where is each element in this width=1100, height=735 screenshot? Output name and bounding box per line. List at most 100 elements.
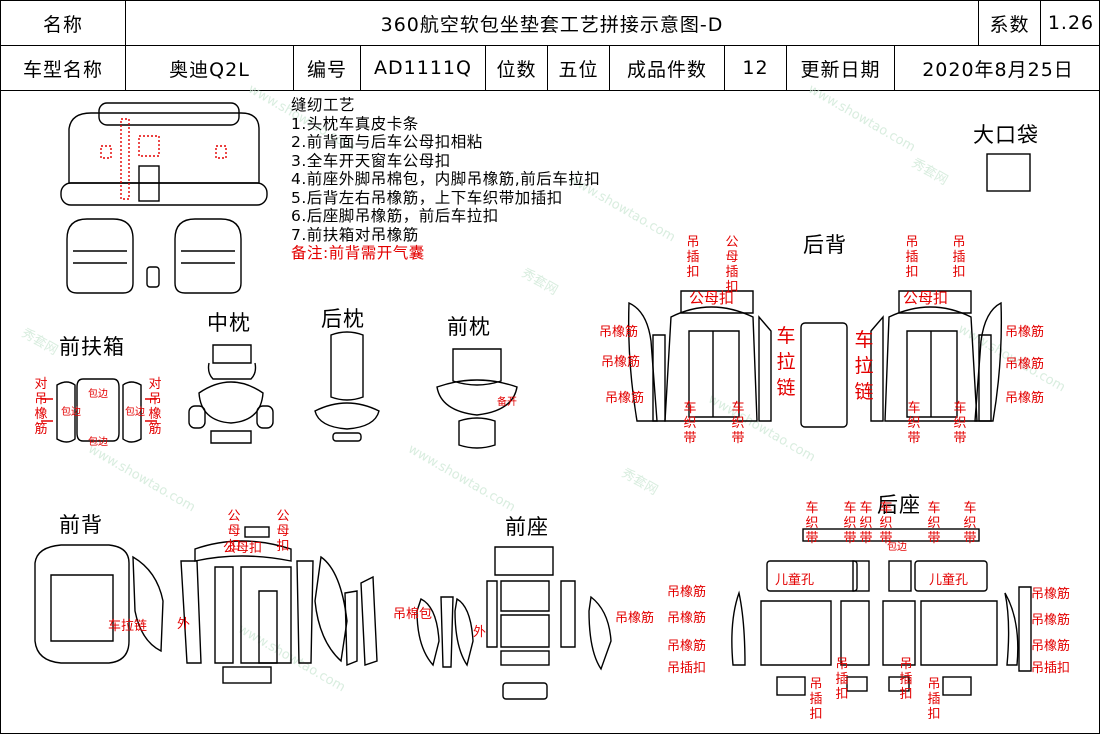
note-che-zhi-dai: 车织带 (879, 501, 893, 546)
section-mid-headrest: 中枕 (207, 311, 251, 335)
code-label: 编号 (294, 46, 361, 91)
note-che-zhi-dai: 车织带 (731, 401, 745, 446)
note-che-zhi-dai: 车织带 (843, 501, 857, 546)
section-big-bag: 大口袋 (973, 123, 1039, 147)
note-diao-xiangjin: 吊橡筋 (667, 585, 707, 600)
note-gong-mu-kou: 公母扣 (276, 509, 290, 554)
note-er-tong-kong: 儿童孔 (775, 573, 815, 588)
note-wai: 外 (177, 617, 191, 632)
note-gong-mu-kou: 公母扣 (227, 509, 241, 554)
name-label: 名称 (1, 1, 126, 46)
note-che-zhi-dai: 车织带 (907, 401, 921, 446)
note-che-la-lian: 车拉链 (108, 619, 148, 634)
note-diao-xiangjin: 吊橡筋 (601, 355, 641, 370)
note-bao-bian: 包边 (88, 389, 108, 400)
note-gong-mu-kou: 公母扣 (689, 289, 735, 307)
note-diao-cha-kou: 吊插扣 (1031, 661, 1071, 676)
note-diao-xiangjin: 吊橡筋 (667, 611, 707, 626)
rear-headrest-pieces (314, 331, 380, 442)
pieces-value: 12 (725, 46, 787, 91)
note-diao-xiangjin: 吊橡筋 (1031, 639, 1071, 654)
note-diao-cha-kou: 吊插扣 (686, 235, 700, 280)
pieces-label: 成品件数 (610, 46, 725, 91)
big-bag-piece (986, 153, 1031, 192)
note-item: 2.前背面与后车公母扣相粘 (291, 133, 483, 151)
note-bao-bian: 包边 (88, 437, 108, 448)
seats-label: 位数 (486, 46, 548, 91)
model-label: 车型名称 (1, 46, 126, 91)
note-dui-diao-xiangjin: 对吊橡筋 (34, 377, 48, 437)
section-rear-headrest: 后枕 (321, 307, 365, 331)
coef-label: 系数 (979, 1, 1041, 46)
section-front-seat: 前座 (505, 515, 549, 539)
note-diao-cha-kou: 吊插扣 (905, 235, 919, 280)
note-bao-bian: 包边 (61, 407, 81, 418)
section-front-armrest: 前扶箱 (59, 335, 125, 359)
note-che-zhi-dai: 车织带 (683, 401, 697, 446)
pattern-drawing (34, 102, 1032, 700)
note-diao-xiangjin: 吊橡筋 (1005, 325, 1045, 340)
note-ba-kai: 备开 (497, 397, 517, 408)
section-rear-seat: 后座 (877, 493, 921, 517)
note-diao-xiangjin: 吊橡筋 (1031, 613, 1071, 628)
note-che-la-lian: 车拉链 (776, 325, 796, 399)
code-value: AD1111Q (361, 46, 486, 91)
note-diao-mian-bao: 吊棉包 (393, 607, 433, 622)
note-item: 5.后背左右吊橡筋，上下车织带加插扣 (291, 188, 563, 207)
note-diao-cha-kou: 吊插扣 (927, 677, 941, 722)
note-diao-cha-kou: 吊插扣 (952, 235, 966, 280)
note-wai: 外 (473, 625, 487, 640)
rear-back-pieces (627, 290, 1003, 428)
note-gong-mu-kou: 公母扣 (903, 289, 949, 307)
note-che-zhi-dai: 车织带 (927, 501, 941, 546)
note-er-tong-kong: 儿童孔 (929, 573, 969, 588)
rear-seat-pieces (731, 528, 1032, 696)
note-diao-xiangjin: 吊橡筋 (599, 325, 639, 340)
note-dui-diao-xiangjin: 对吊橡筋 (148, 377, 162, 437)
note-diao-cha-kou: 吊插扣 (899, 657, 913, 702)
section-rear-back: 后背 (803, 233, 847, 257)
note-bao-bian: 包边 (887, 542, 907, 553)
note-che-zhi-dai: 车织带 (859, 501, 873, 546)
note-diao-xiangjin: 吊橡筋 (1005, 357, 1045, 372)
note-item: 7.前扶箱对吊橡筋 (291, 225, 419, 244)
rear-seat-overview (60, 102, 268, 294)
note-bao-bian: 包边 (125, 407, 145, 418)
note-diao-xiangjin: 吊橡筋 (1005, 391, 1045, 406)
note-item: 3.全车开天窗车公母扣 (291, 151, 451, 170)
note-diao-xiangjin: 吊橡筋 (1031, 587, 1071, 602)
notes-remark: 备注:前背需开气囊 (291, 244, 425, 262)
note-diao-xiangjin: 吊橡筋 (667, 639, 707, 654)
note-item: 4.前座外脚吊棉包，内脚吊橡筋,前后车拉扣 (291, 170, 601, 188)
note-che-zhi-dai: 车织带 (805, 501, 819, 546)
note-diao-cha-kou: 吊插扣 (835, 657, 849, 702)
front-armrest-pieces (41, 378, 157, 443)
front-back-pieces (34, 526, 378, 684)
note-diao-xiangjin: 吊橡筋 (615, 611, 655, 626)
note-che-zhi-dai: 车织带 (963, 501, 977, 546)
notes-title: 缝纫工艺 (291, 96, 356, 114)
note-diao-cha-kou: 吊插扣 (809, 677, 823, 722)
note-diao-xiangjin: 吊橡筋 (605, 391, 645, 406)
note-gong-mu-cha-kou: 公母插扣 (725, 235, 739, 295)
note-diao-cha-kou: 吊插扣 (667, 661, 707, 676)
note-item: 1.头枕车真皮卡条 (291, 114, 419, 133)
note-item: 6.后座脚吊橡筋，前后车拉扣 (291, 207, 499, 225)
coef-value: 1.26 (1041, 1, 1100, 46)
model-value: 奥迪Q2L (126, 46, 294, 91)
note-gong-mu-kou: 公母扣 (223, 541, 263, 556)
section-front-back: 前背 (59, 513, 103, 537)
section-front-headrest: 前枕 (447, 315, 491, 339)
date-value: 2020年8月25日 (895, 46, 1100, 91)
front-headrest-pieces (436, 348, 518, 449)
sewing-notes: 缝纫工艺 1.头枕车真皮卡条 2.前背面与后车公母扣相粘 3.全车开天窗车公母扣… (291, 96, 600, 263)
sheet-title: 360航空软包坐垫套工艺拼接示意图-D (126, 1, 979, 46)
seats-value: 五位 (548, 46, 610, 91)
mid-headrest-pieces (188, 344, 274, 444)
note-che-la-lian: 车拉链 (854, 329, 874, 403)
front-seat-pieces (416, 546, 612, 700)
header-table: 名称 360航空软包坐垫套工艺拼接示意图-D 系数 1.26 车型名称 奥迪Q2… (1, 1, 1100, 91)
note-che-zhi-dai: 车织带 (953, 401, 967, 446)
date-label: 更新日期 (787, 46, 895, 91)
